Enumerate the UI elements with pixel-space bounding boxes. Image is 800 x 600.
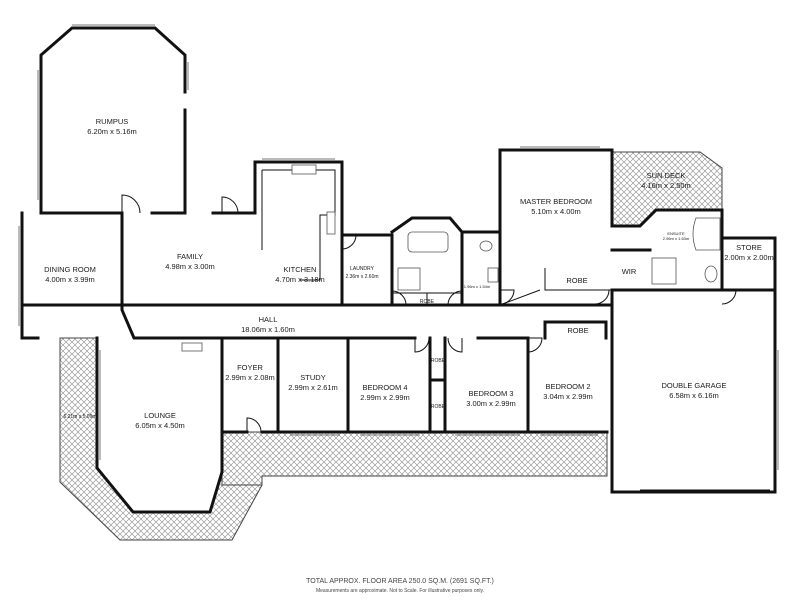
sundeck-name: SUN DECK (647, 171, 686, 180)
family-dims: 4.98m x 3.00m (165, 262, 215, 271)
room-labels: RUMPUS 6.20m x 5.16m DINING ROOM 4.00m x… (44, 117, 774, 430)
store-name: STORE (736, 243, 762, 252)
front-walkway-deck (221, 431, 608, 486)
foyer-name: FOYER (237, 363, 263, 372)
garage-dims: 6.58m x 6.16m (669, 391, 719, 400)
ensuite-name: ENSUITE (667, 231, 685, 236)
bedroom2-name: BEDROOM 2 (545, 382, 590, 391)
bed2-robe-label: ROBE (567, 326, 588, 335)
bedroom4-name: BEDROOM 4 (362, 383, 407, 392)
family-name: FAMILY (177, 252, 203, 261)
hall-bedroom-walls (220, 303, 614, 436)
bath-robe-label: ROBE (420, 299, 435, 305)
door-swings (121, 194, 737, 433)
master-dims: 5.10m x 4.00m (531, 207, 581, 216)
bedroom3-dims: 3.00m x 2.99m (466, 399, 516, 408)
bedroom4-dims: 2.99m x 2.99m (360, 393, 410, 402)
dining-name: DINING ROOM (44, 265, 96, 274)
rumpus-walls (37, 24, 189, 215)
floor-area-footer: TOTAL APPROX. FLOOR AREA 250.0 SQ.M. (26… (306, 578, 494, 594)
lounge-dims: 6.05m x 4.50m (135, 421, 185, 430)
wir-label: WIR (622, 267, 637, 276)
hall-dims: 18.06m x 1.60m (241, 325, 295, 334)
foyer-dims: 2.99m x 2.08m (225, 373, 275, 382)
sundeck-dims: 4.16m x 2.50m (641, 181, 691, 190)
lounge-walls (95, 336, 224, 514)
bed34-robe-bottom-label: ROBE (431, 404, 446, 410)
bedroom3-name: BEDROOM 3 (468, 389, 513, 398)
master-robe-label: ROBE (566, 276, 587, 285)
master-name: MASTER BEDROOM (520, 197, 592, 206)
bedroom2-dims: 3.04m x 2.99m (543, 392, 593, 401)
garage-name: DOUBLE GARAGE (661, 381, 726, 390)
patio-dims: 6.21m x 5.09m (63, 414, 96, 420)
kitchen-name: KITCHEN (284, 265, 317, 274)
lounge-name: LOUNGE (144, 411, 176, 420)
hall-name: HALL (259, 315, 278, 324)
rumpus-name: RUMPUS (96, 117, 129, 126)
total-floor-area: TOTAL APPROX. FLOOR AREA 250.0 SQ.M. (26… (306, 578, 494, 585)
bathroom-dims: 1.96m x 1.54m (464, 284, 491, 289)
dining-dims: 4.00m x 3.99m (45, 275, 95, 284)
bed34-robe-top-label: ROBE (431, 358, 446, 364)
study-name: STUDY (300, 373, 325, 382)
study-dims: 2.99m x 2.61m (288, 383, 338, 392)
laundry-bath-walls (340, 216, 502, 307)
disclaimer: Measurements are approximate. Not to Sca… (316, 588, 484, 594)
garage-walls (610, 288, 779, 494)
laundry-name: LAUNDRY (350, 266, 374, 272)
store-dims: 2.00m x 2.00m (724, 253, 774, 262)
living-walls (18, 158, 344, 340)
ensuite-dims: 2.96m x 1.63m (663, 236, 690, 241)
laundry-dims: 2.36m x 2.60m (345, 274, 378, 280)
rumpus-dims: 6.20m x 5.16m (87, 127, 137, 136)
kitchen-dims: 4.70m x 3.18m (275, 275, 325, 284)
